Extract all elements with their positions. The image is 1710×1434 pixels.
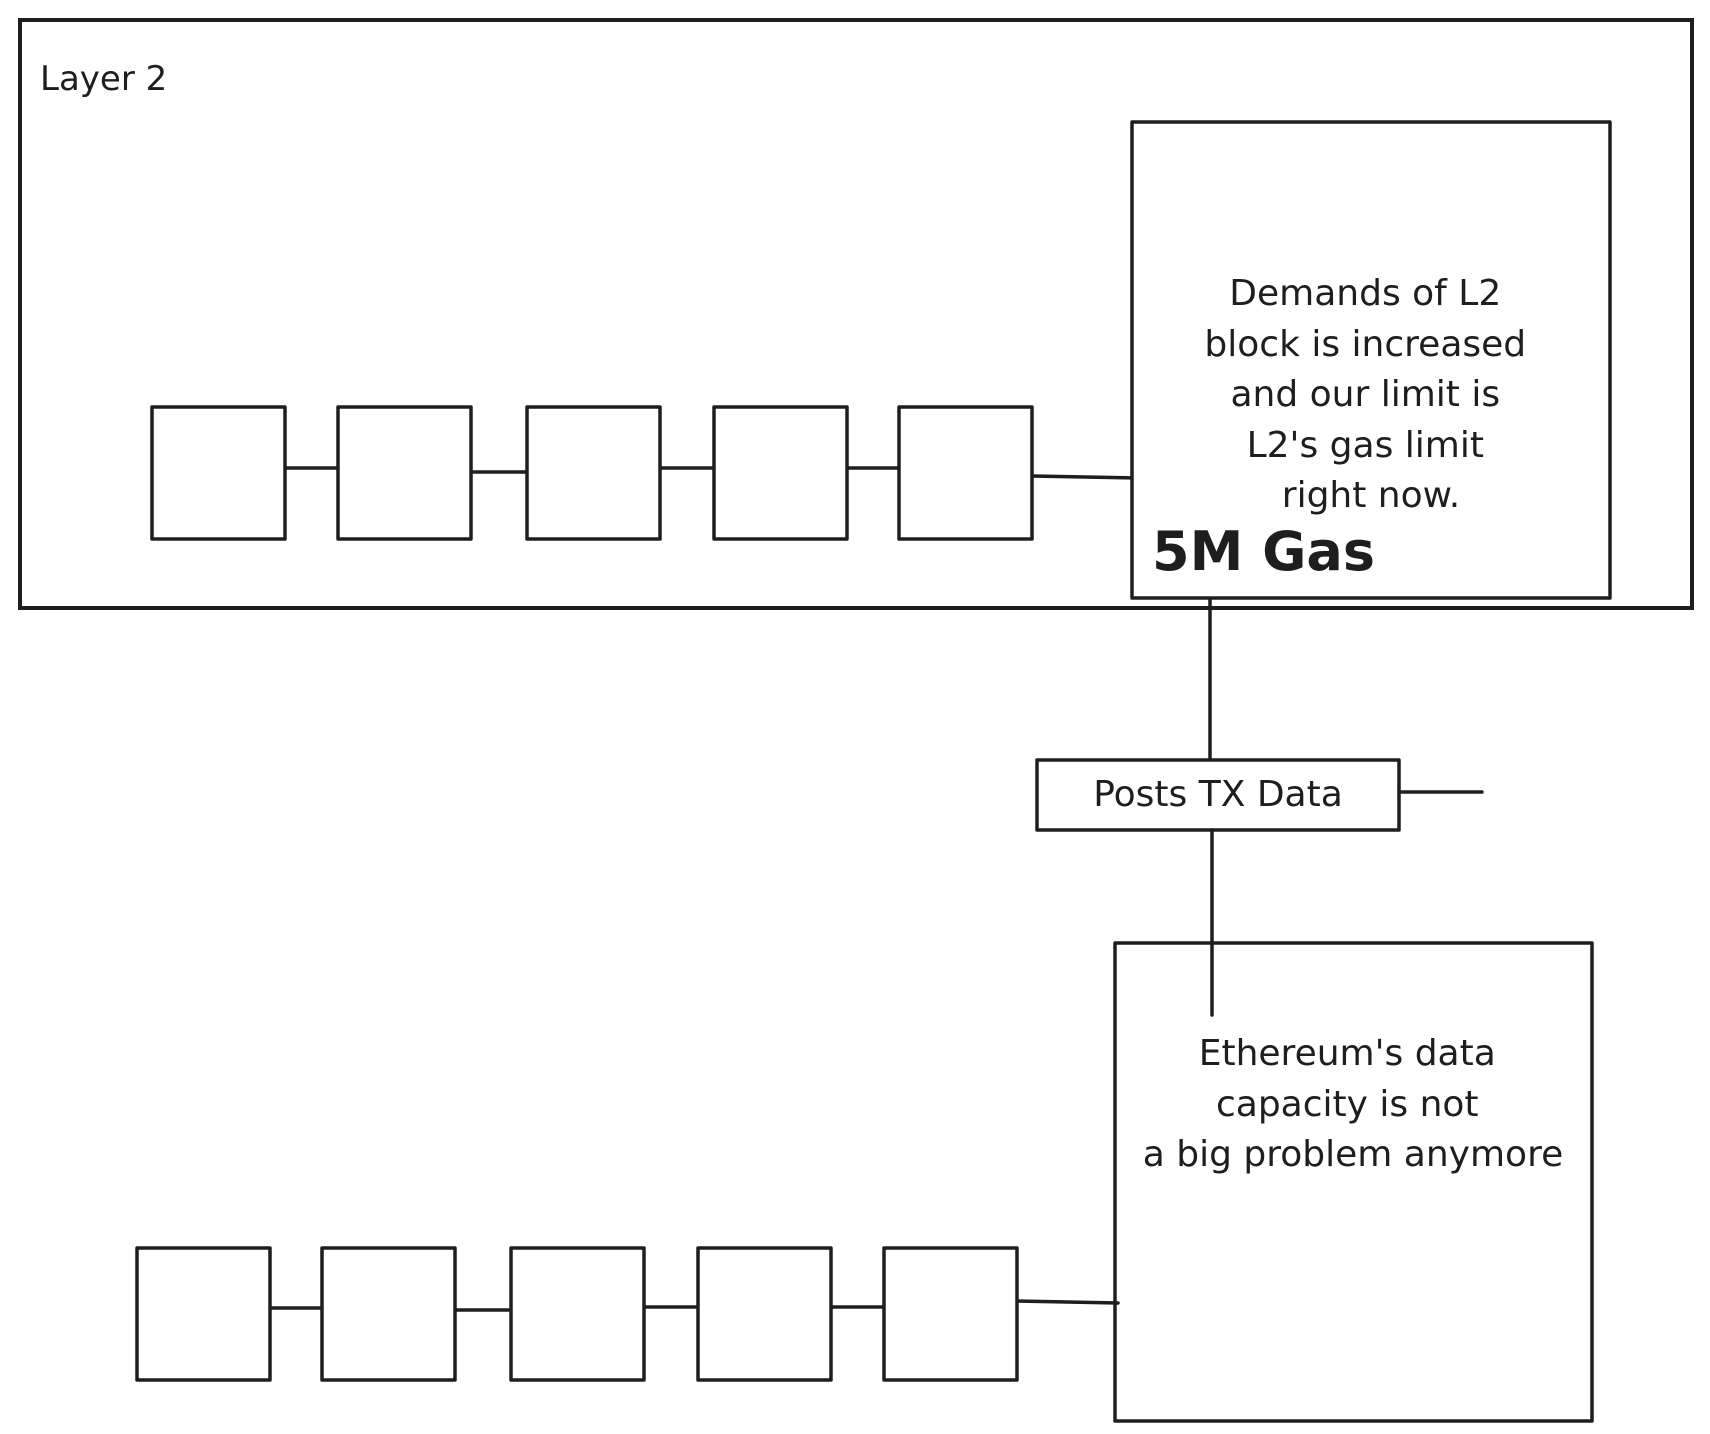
l2-chain xyxy=(150,405,1140,541)
ethereum-box[interactable] xyxy=(1113,941,1594,1423)
posts-tx-data-label: Posts TX Data xyxy=(1093,774,1343,815)
ethereum-line: Ethereum's data xyxy=(1199,1033,1496,1074)
l2-demand-line: right now. xyxy=(1282,475,1460,516)
l1-chain xyxy=(135,1246,1120,1382)
l2-demand-line: Demands of L2 xyxy=(1229,273,1501,314)
l2-block[interactable] xyxy=(712,405,849,541)
l2-block[interactable] xyxy=(897,405,1034,541)
l2-chain-link xyxy=(1030,474,1140,480)
ethereum-line: capacity is not xyxy=(1216,1084,1479,1125)
l2-demand-box[interactable] xyxy=(1130,120,1612,600)
l2-demand-line: and our limit is xyxy=(1230,374,1500,415)
layer2-frame[interactable] xyxy=(18,18,1694,610)
l2-block[interactable] xyxy=(150,405,287,541)
gas-limit-label: 5M Gas xyxy=(1152,520,1375,583)
l1-block[interactable] xyxy=(509,1246,646,1382)
l2-block[interactable] xyxy=(336,405,473,541)
l2-demand-line: block is increased xyxy=(1204,324,1526,365)
posts-tx-data-box[interactable] xyxy=(1035,758,1401,832)
ethereum-line: a big problem anymore xyxy=(1143,1134,1564,1175)
l1-block[interactable] xyxy=(696,1246,833,1382)
l2-demand-line: L2's gas limit xyxy=(1247,425,1484,466)
l2-block[interactable] xyxy=(525,405,662,541)
l2-demand-text: Demands of L2 block is increased and our… xyxy=(1204,273,1537,516)
layer2-label: Layer 2 xyxy=(40,59,167,99)
l1-block[interactable] xyxy=(882,1246,1019,1382)
l1-block[interactable] xyxy=(135,1246,272,1382)
l1-chain-link xyxy=(1014,1299,1120,1305)
ethereum-text: Ethereum's data capacity is not a big pr… xyxy=(1143,1033,1564,1175)
l1-block[interactable] xyxy=(320,1246,457,1382)
